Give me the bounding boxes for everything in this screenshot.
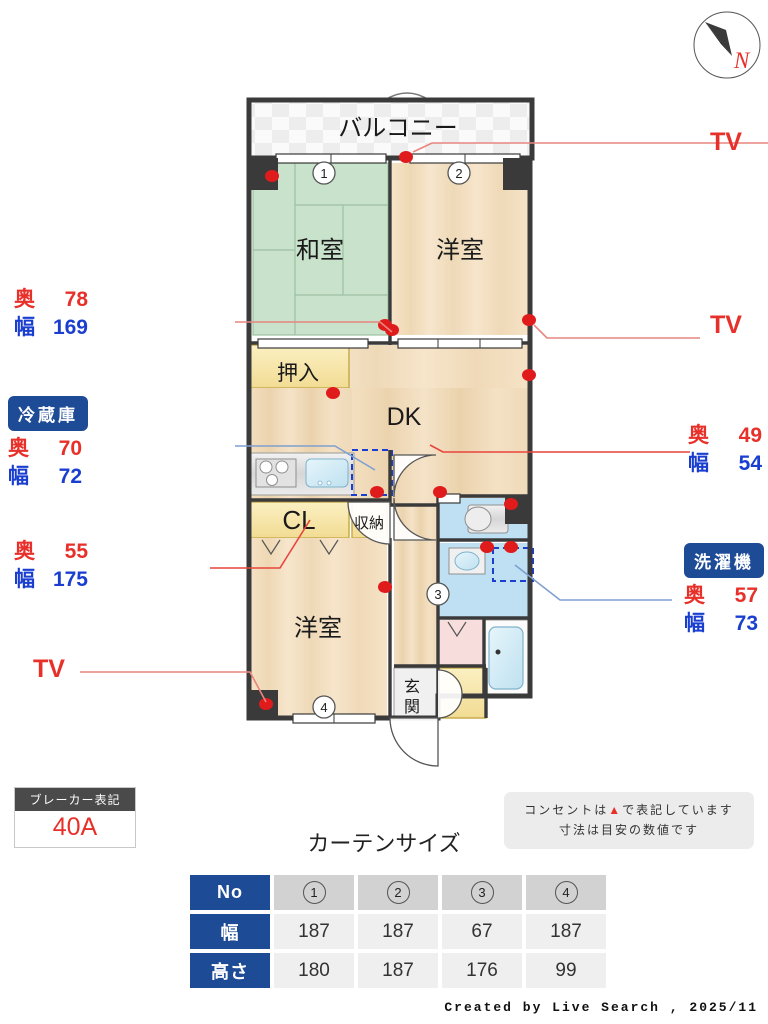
breaker-value: 40A — [52, 813, 98, 841]
cell-width-4: 187 — [526, 914, 606, 949]
cell-width-3: 67 — [442, 914, 522, 949]
label-yoshitsu-bottom: 洋室 — [294, 615, 342, 642]
tv-label-bottom-left: TV — [33, 655, 65, 683]
oku-value: 49 — [738, 424, 762, 447]
annotation-dim-54: 奥 49 幅 54 — [688, 422, 762, 477]
legend-note: コンセントは▲で表記しています 寸法は目安の数値です — [504, 792, 754, 849]
table-row: No 1 2 3 4 — [190, 875, 606, 910]
washer-tag: 洗濯機 — [684, 543, 764, 578]
cell-height-4: 99 — [526, 953, 606, 988]
note-line-2: 寸法は目安の数値です — [558, 823, 699, 838]
kitchen-counter — [248, 452, 355, 496]
label-shuno: 収納 — [354, 515, 384, 532]
oku-label: 奥 — [14, 540, 35, 563]
breaker-title: ブレーカー表記 — [15, 788, 135, 811]
haba-value: 175 — [52, 567, 88, 591]
oku-value: 57 — [734, 584, 758, 607]
oku-label: 奥 — [688, 424, 709, 447]
haba-label: 幅 — [8, 464, 29, 488]
tv-label-top-right: TV — [710, 128, 742, 156]
room-washitsu — [252, 162, 389, 336]
cell-no-2: 2 — [358, 875, 438, 910]
haba-value: 54 — [738, 451, 762, 475]
oku-value: 78 — [64, 288, 88, 311]
haba-label: 幅 — [688, 451, 709, 475]
cell-width-1: 187 — [274, 914, 354, 949]
floorplan-drawing: バルコニー 和室 洋室 押入 DK CL 収納 洋室 玄 関 1 2 3 4 — [80, 92, 768, 767]
room-balcony — [249, 92, 532, 158]
label-balcony: バルコニー — [338, 115, 458, 142]
oku-value: 70 — [58, 437, 82, 460]
haba-label: 幅 — [684, 611, 705, 635]
window-number-markers: 1 2 3 4 — [312, 161, 471, 719]
label-yoshitsu-top: 洋室 — [436, 237, 484, 264]
haba-label: 幅 — [14, 567, 35, 591]
curtain-size-title: カーテンサイズ — [307, 831, 461, 856]
note-line-1: コンセントは▲で表記しています — [524, 803, 734, 817]
closet-cl — [248, 501, 350, 539]
windows — [257, 153, 523, 724]
window-marker-4: 4 — [320, 700, 327, 715]
label-oshiire: 押入 — [277, 362, 319, 385]
haba-value: 169 — [52, 315, 88, 339]
cell-height-1: 180 — [274, 953, 354, 988]
outlet-markers — [259, 151, 536, 710]
haba-value: 72 — [58, 464, 82, 488]
annotation-dim-175: 奥 55 幅 175 — [14, 538, 88, 593]
label-cl: CL — [282, 505, 315, 535]
haba-value: 73 — [734, 611, 758, 635]
window-marker-2: 2 — [455, 166, 462, 181]
tv-label-mid-right: TV — [710, 311, 742, 339]
cell-no-4: 4 — [526, 875, 606, 910]
curtain-size-table: No 1 2 3 4 幅 187 187 67 187 高さ 180 187 1… — [186, 871, 610, 992]
label-washitsu: 和室 — [296, 237, 344, 264]
triangle-icon: ▲ — [608, 803, 623, 817]
annotation-dim-169: 奥 78 幅 169 — [14, 286, 88, 341]
cell-height-2: 187 — [358, 953, 438, 988]
row-header-width: 幅 — [190, 914, 270, 949]
annotation-washer: 洗濯機 奥 57 幅 73 — [684, 543, 764, 637]
row-header-no: No — [190, 875, 270, 910]
annotation-fridge: 冷蔵庫 奥 70 幅 72 — [8, 396, 88, 490]
oku-label: 奥 — [8, 437, 29, 460]
toilet-room — [438, 498, 530, 540]
table-row: 高さ 180 187 176 99 — [190, 953, 606, 988]
washroom — [438, 543, 534, 618]
oku-label: 奥 — [684, 584, 705, 607]
oku-label: 奥 — [14, 288, 35, 311]
compass-north-label: N — [733, 48, 751, 73]
oku-value: 55 — [64, 540, 88, 563]
leader-lines — [80, 142, 768, 703]
haba-label: 幅 — [14, 315, 35, 339]
cell-height-3: 176 — [442, 953, 522, 988]
cell-no-1: 1 — [274, 875, 354, 910]
table-row: 幅 187 187 67 187 — [190, 914, 606, 949]
label-genkan-2: 関 — [404, 699, 420, 716]
fridge-tag: 冷蔵庫 — [8, 396, 88, 431]
cell-width-2: 187 — [358, 914, 438, 949]
label-dk: DK — [387, 403, 422, 431]
breaker-box: ブレーカー表記 40A — [14, 787, 136, 848]
doors — [347, 454, 463, 767]
footer-credit: Created by Live Search , 2025/11 — [444, 1000, 758, 1015]
row-header-height: 高さ — [190, 953, 270, 988]
window-marker-1: 1 — [320, 166, 327, 181]
room-yoshitsu-top — [392, 163, 528, 335]
cell-no-3: 3 — [442, 875, 522, 910]
window-marker-3: 3 — [434, 587, 441, 602]
label-genkan-1: 玄 — [404, 678, 420, 696]
compass: N — [690, 8, 764, 82]
